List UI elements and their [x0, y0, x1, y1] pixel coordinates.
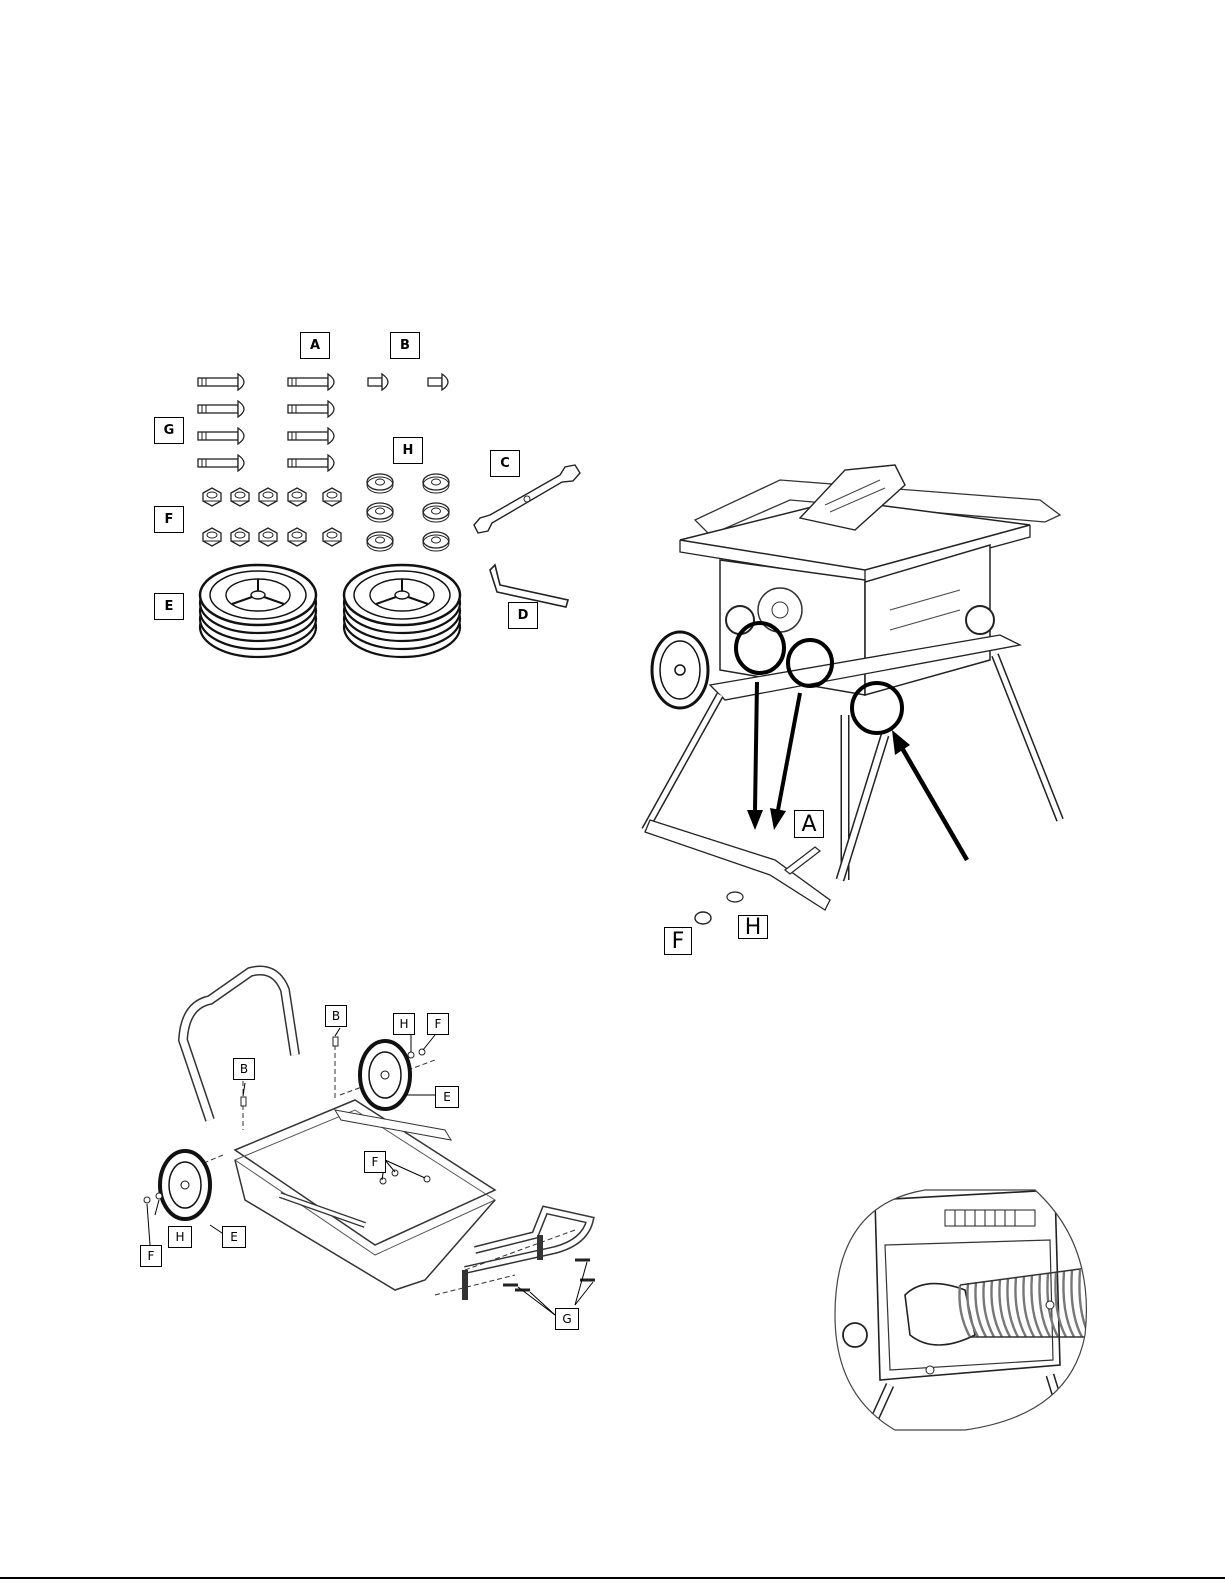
label-F: F — [140, 1245, 162, 1267]
hardware-kit-figure: A B G H C F E D — [140, 325, 600, 645]
label-E: E — [154, 593, 184, 620]
label-A: A — [300, 332, 330, 359]
stand-assembly-figure: B B H F E F H E F G — [135, 960, 605, 1340]
label-A: A — [794, 810, 824, 838]
label-H: H — [738, 915, 768, 939]
label-F: F — [664, 927, 692, 955]
label-D: D — [508, 602, 538, 629]
label-G: G — [555, 1308, 579, 1330]
label-G: G — [154, 417, 184, 444]
label-E: E — [435, 1086, 459, 1108]
label-B: B — [390, 332, 420, 359]
label-F: F — [364, 1151, 386, 1173]
table-saw-drawing — [640, 460, 1080, 960]
label-F: F — [427, 1013, 449, 1035]
label-B: B — [325, 1005, 347, 1027]
label-C: C — [490, 450, 520, 477]
label-H: H — [168, 1226, 192, 1248]
dust-hose-detail-figure — [835, 1185, 1095, 1440]
label-H: H — [393, 437, 423, 464]
table-saw-figure: A H F — [640, 460, 1080, 960]
label-F: F — [154, 506, 184, 533]
label-B: B — [233, 1058, 255, 1080]
label-E: E — [222, 1226, 246, 1248]
footer-rule — [0, 1577, 1225, 1579]
stand-assembly-drawing — [135, 960, 605, 1340]
label-H: H — [393, 1013, 415, 1035]
hardware-kit-drawing — [140, 325, 600, 645]
dust-hose-detail-drawing — [835, 1185, 1095, 1440]
